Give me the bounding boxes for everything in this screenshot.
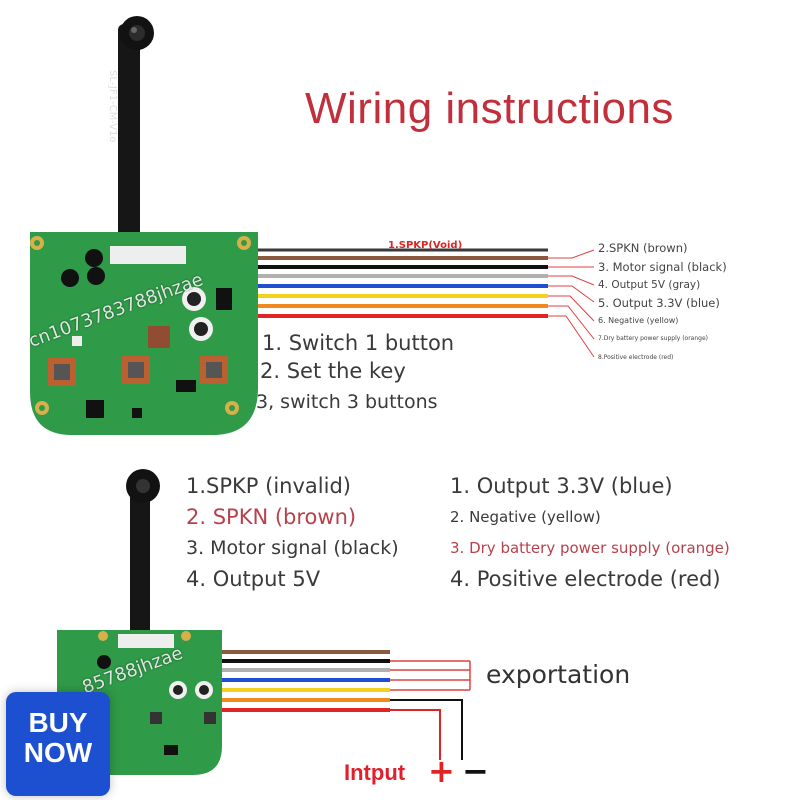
camera-module-bottom bbox=[126, 469, 160, 650]
list-left-2: 2. SPKN (brown) bbox=[186, 505, 357, 529]
plus-sign: + bbox=[428, 752, 455, 790]
wire-label-negative: 6. Negative (yellow) bbox=[598, 316, 679, 325]
button-legend-1: 1. Switch 1 button bbox=[262, 331, 455, 355]
list-right-4: 4. Positive electrode (red) bbox=[450, 567, 721, 591]
list-left-3: 3. Motor signal (black) bbox=[186, 537, 399, 559]
list-left-4: 4. Output 5V bbox=[186, 567, 321, 591]
button-legend-3: 3, switch 3 buttons bbox=[256, 391, 438, 413]
wire-label-motor: 3. Motor signal (black) bbox=[598, 260, 727, 274]
wire-label-5v: 4. Output 5V (gray) bbox=[598, 279, 701, 291]
minus-sign: − bbox=[462, 752, 489, 790]
buy-now-line1: BUY bbox=[28, 707, 88, 738]
list-left-1: 1.SPKP (invalid) bbox=[186, 474, 351, 498]
wire-label-positive: 8.Positive electrode (red) bbox=[598, 354, 674, 361]
list-right-3: 3. Dry battery power supply (orange) bbox=[450, 539, 730, 557]
buy-now-button[interactable]: BUY NOW bbox=[6, 692, 110, 796]
page-title: Wiring instructions bbox=[305, 84, 674, 133]
bottom-wire-bundle bbox=[222, 650, 390, 712]
buy-now-line2: NOW bbox=[23, 737, 93, 768]
top-wire-bundle bbox=[258, 248, 548, 318]
power-input-leads bbox=[390, 699, 463, 760]
exportation-label: exportation bbox=[486, 660, 631, 689]
pcb-silkscreen-text: SL-JF1-CM-V1o bbox=[107, 70, 118, 143]
list-right-1: 1. Output 3.3V (blue) bbox=[450, 474, 673, 498]
button-legend-2: 2. Set the key bbox=[260, 359, 406, 383]
label-leader-lines bbox=[548, 249, 595, 358]
pcb-board-top bbox=[30, 232, 258, 435]
wire-label-dry-battery: 7.Dry battery power supply (orange) bbox=[598, 335, 708, 342]
input-label: Intput bbox=[344, 760, 406, 785]
list-right-2: 2. Negative (yellow) bbox=[450, 508, 601, 526]
camera-module-top bbox=[118, 16, 154, 242]
wire-label-spkp: 1.SPKP(Void) bbox=[388, 240, 463, 251]
wire-label-spkn: 2.SPKN (brown) bbox=[598, 241, 688, 255]
exportation-bracket bbox=[390, 660, 471, 691]
wire-label-3v3: 5. Output 3.3V (blue) bbox=[598, 296, 720, 310]
